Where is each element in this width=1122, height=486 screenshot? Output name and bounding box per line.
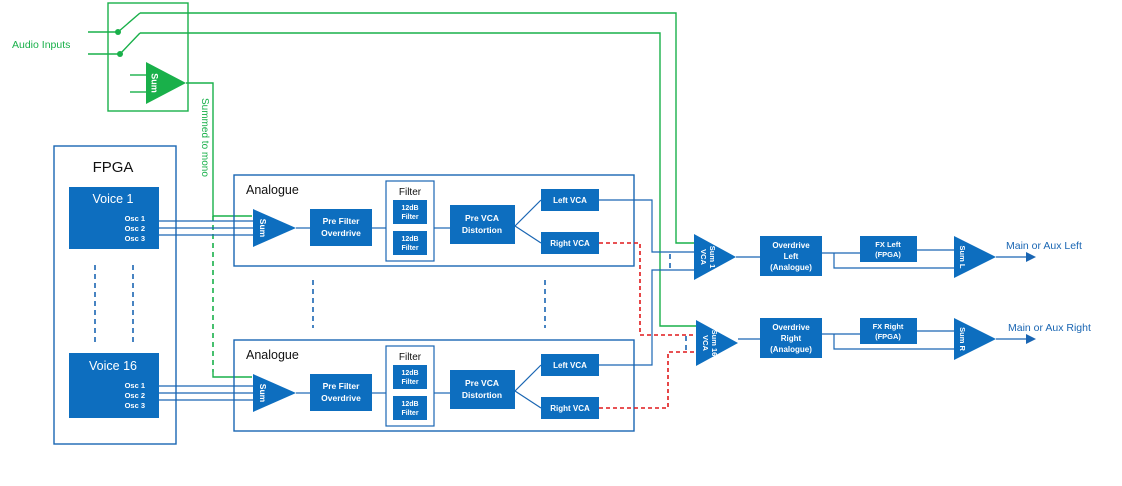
voice-16-osc-2: Osc 2 [125, 391, 145, 400]
analogue-2-title: Analogue [246, 348, 299, 362]
analogue-2-right-vca [541, 397, 599, 419]
osc-wires [159, 220, 254, 401]
output-right-arrow-icon [1026, 334, 1036, 344]
overdrive-left-line-2: Left [784, 252, 799, 261]
analogue-1-filter-1-line-1: 12dB [401, 205, 418, 212]
analogue-1-right-vca [541, 232, 599, 254]
vca-sum-1-amplifier-icon [694, 234, 736, 280]
analogue-2-pre-filter-overdrive [310, 374, 372, 411]
analogue-2-filter-title: Filter [399, 352, 422, 363]
audio-input-section: Audio Inputs Sum Summed to mono [12, 2, 700, 378]
output-chain-right: VCA Sum 16 Overdrive Right (Analogue) FX… [696, 318, 1091, 366]
vca-routing [599, 199, 696, 409]
analogue-1-filter-title: Filter [399, 187, 422, 198]
analogue-1-filter-2 [393, 231, 427, 255]
voice-1-osc-1: Osc 1 [125, 214, 145, 223]
voice-1-osc-3: Osc 3 [125, 234, 145, 243]
analogue-block-1: Analogue Sum Pre Filter Overdrive Filter… [233, 174, 635, 267]
switch-node-2 [117, 51, 123, 57]
fx-left-block [860, 236, 917, 262]
analogue-1-pre-vca-line-2: Distortion [462, 225, 502, 235]
analogue-1-pre-filter-overdrive [310, 209, 372, 246]
analogue-1-pre-filter-line-2: Overdrive [321, 228, 361, 238]
vca-sum-1-line-1: VCA [699, 249, 708, 265]
analogue-2-pre-vca-line-2: Distortion [462, 390, 502, 400]
analogue-2-left-vca [541, 354, 599, 376]
analogue-1-pre-filter-line-1: Pre Filter [323, 216, 361, 226]
overdrive-right-line-1: Overdrive [772, 323, 810, 332]
sum-l-amplifier-icon [954, 236, 996, 278]
analogue-2-left-vca-label: Left VCA [553, 361, 587, 370]
voice-1-osc-2: Osc 2 [125, 224, 145, 233]
input-sum-amplifier-icon [146, 62, 186, 104]
analogue-1-sum-label: Sum [258, 219, 268, 238]
analogue-1-filter-2-line-2: Filter [401, 245, 418, 252]
overdrive-right-block [760, 318, 822, 358]
analogue-1-left-vca-label: Left VCA [553, 196, 587, 205]
analogue-2-sum-amplifier-icon [253, 374, 296, 412]
fpga-title: FPGA [93, 159, 134, 176]
analogue-1-title: Analogue [246, 183, 299, 197]
overdrive-left-line-3: (Analogue) [770, 263, 812, 272]
analogue-1-filter-1 [393, 200, 427, 224]
analogue-1-sum-amplifier-icon [253, 209, 296, 247]
voice-16-osc-1: Osc 1 [125, 381, 145, 390]
overdrive-left-line-1: Overdrive [772, 241, 810, 250]
analogue-block-2: Analogue Sum Pre Filter Overdrive Filter… [233, 339, 635, 432]
sum-r-amplifier-icon [954, 318, 996, 360]
voice-16-title: Voice 16 [89, 359, 137, 373]
analogue-2-sum-label: Sum [258, 384, 268, 403]
fx-right-block [860, 318, 917, 344]
analogue-1-right-vca-label: Right VCA [550, 239, 590, 248]
fx-right-line-2: (FPGA) [875, 332, 901, 341]
output-left-arrow-icon [1026, 252, 1036, 262]
sum-l-label: Sum L [958, 246, 967, 269]
fpga-section: FPGA Voice 1 Osc 1 Osc 2 Osc 3 Voice 16 … [53, 145, 177, 445]
analogue-2-filter-1 [393, 365, 427, 389]
analogue-1-filter-1-line-2: Filter [401, 214, 418, 221]
input-sum-label: Sum [150, 73, 160, 93]
sum-r-label: Sum R [958, 327, 967, 351]
vca-sum-16-line-2: Sum 16 [710, 330, 719, 357]
voice-16-block [69, 353, 159, 418]
analogue-2-frame [233, 339, 635, 432]
overdrive-right-line-3: (Analogue) [770, 345, 812, 354]
fx-right-line-1: FX Right [873, 322, 904, 331]
overdrive-left-block [760, 236, 822, 276]
analogue-2-filter-2-line-1: 12dB [401, 401, 418, 408]
analogue-1-pre-vca-distortion [450, 205, 515, 244]
output-chain-left: VCA Sum 1 Overdrive Left (Analogue) FX L… [694, 234, 1082, 280]
summed-to-mono-label: Summed to mono [199, 98, 210, 177]
vca-sum-16-amplifier-icon [696, 320, 738, 366]
overdrive-right-line-2: Right [781, 334, 802, 343]
vca-sum-16-line-1: VCA [701, 335, 710, 351]
vca-sum-1-line-2: Sum 1 [708, 246, 717, 269]
analogue-2-pre-filter-line-2: Overdrive [321, 393, 361, 403]
analogue-2-pre-filter-line-1: Pre Filter [323, 381, 361, 391]
analogue-1-filter-2-line-1: 12dB [401, 236, 418, 243]
voice-1-block [69, 187, 159, 249]
fx-left-line-1: FX Left [875, 240, 901, 249]
output-left-label: Main or Aux Left [1006, 240, 1082, 252]
analogue-1-frame [233, 174, 635, 267]
input-section-frame [107, 2, 189, 112]
voice-1-title: Voice 1 [92, 192, 133, 206]
switch-node-1 [115, 29, 121, 35]
analogue-2-filter-2 [393, 396, 427, 420]
analogue-1-left-vca [541, 189, 599, 211]
analogue-2-filter-2-line-2: Filter [401, 410, 418, 417]
fx-left-line-2: (FPGA) [875, 250, 901, 259]
analogue-2-pre-vca-line-1: Pre VCA [465, 378, 499, 388]
analogue-2-right-vca-label: Right VCA [550, 404, 590, 413]
analogue-2-filter-1-line-1: 12dB [401, 370, 418, 377]
audio-inputs-label: Audio Inputs [12, 39, 70, 51]
output-right-label: Main or Aux Right [1008, 322, 1091, 334]
voice-16-osc-3: Osc 3 [125, 401, 145, 410]
analogue-2-pre-vca-distortion [450, 370, 515, 409]
analogue-1-pre-vca-line-1: Pre VCA [465, 213, 499, 223]
analogue-2-filter-1-line-2: Filter [401, 379, 418, 386]
